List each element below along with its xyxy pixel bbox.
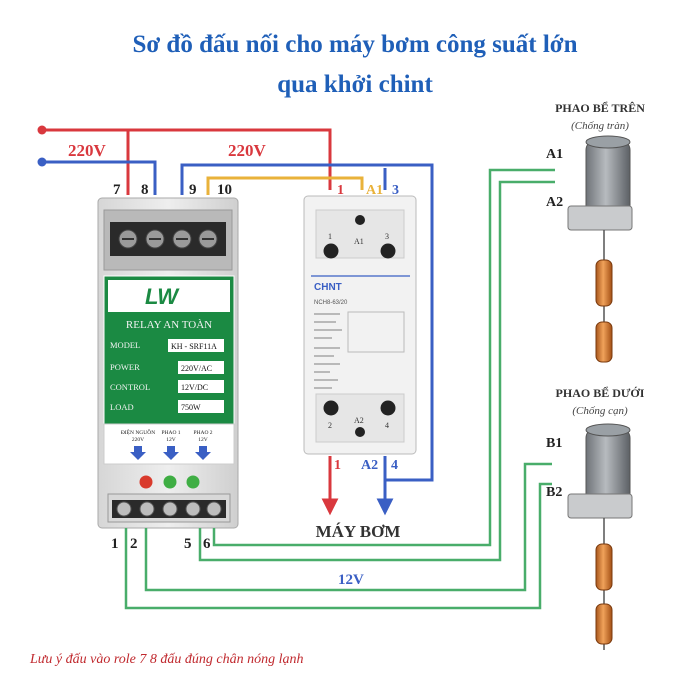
live-wire-220v xyxy=(40,128,332,195)
relay-row-label-load: LOAD xyxy=(110,402,134,412)
relay-terminal-1: 1 xyxy=(111,536,119,552)
low-voltage-label: 12V xyxy=(338,572,364,588)
contactor-pole-bottom-2: 2 xyxy=(328,421,332,430)
lower-float-subtitle: (Chống cạn) xyxy=(572,405,628,417)
relay-terminal-8: 8 xyxy=(141,182,149,198)
upper-float-subtitle: (Chống tràn) xyxy=(571,120,629,132)
relay-row-value-model: KH - SRF11A xyxy=(171,342,217,351)
contactor-bottom-4: 4 xyxy=(391,458,398,473)
contactor-coil-top: A1 xyxy=(354,237,364,246)
relay-row-value-control: 12V/DC xyxy=(181,383,208,392)
lower-float-title: PHAO BỂ DƯỚI xyxy=(556,385,645,400)
relay-input-3-line2: 12V xyxy=(198,437,208,443)
contactor-top-1: 1 xyxy=(337,183,344,198)
supply-left-label: 220V xyxy=(68,141,107,160)
spec-text-lines xyxy=(314,313,342,389)
float-wire-12v xyxy=(124,168,555,610)
contactor-pole-bottom-4: 4 xyxy=(385,421,389,430)
lower-float-pin-b1: B1 xyxy=(546,436,562,451)
relay-terminal-2: 2 xyxy=(130,536,138,552)
relay-logo-box xyxy=(108,280,230,312)
relay-terminal-9: 9 xyxy=(189,182,197,198)
contactor-pole-top-3: 3 xyxy=(385,232,389,241)
contactor-bottom-1: 1 xyxy=(334,458,341,473)
contactor-top-3: 3 xyxy=(392,183,399,198)
supply-mid-label: 220V xyxy=(228,141,267,160)
relay-row-label-model: MODEL xyxy=(110,340,140,350)
contactor-pole-top-1: 1 xyxy=(328,232,332,241)
contactor-coil-bottom: A2 xyxy=(354,416,364,425)
upper-float-title: PHAO BỂ TRÊN xyxy=(555,100,645,115)
relay-terminal-6: 6 xyxy=(203,536,211,552)
upper-float-pin-a1: A1 xyxy=(546,147,563,162)
contactor-model: NCH8-63/20 xyxy=(314,300,348,306)
contactor-brand: CHNT xyxy=(314,282,342,293)
arrow-down-icon xyxy=(130,446,211,460)
pump-wire-neutral xyxy=(376,456,394,516)
lower-float-switch-icon xyxy=(567,423,633,650)
lower-float-pin-b2: B2 xyxy=(546,485,562,500)
status-led-icon xyxy=(139,475,200,489)
relay-logo: LW xyxy=(145,284,180,309)
relay-input-1-line1: ĐIỆN NGUỒN xyxy=(121,428,155,436)
contactor-top-a1: A1 xyxy=(366,183,383,198)
upper-float-pin-a2: A2 xyxy=(546,195,563,210)
relay-heading: RELAY AN TOÀN xyxy=(126,319,212,331)
relay-row-value-load: 750W xyxy=(181,403,201,412)
relay-input-1-line2: 220V xyxy=(132,437,144,443)
safety-relay: LW RELAY AN TOÀN MODEL KH - SRF11A POWER… xyxy=(97,197,239,529)
relay-input-2-line1: PHAO 1 xyxy=(161,430,180,436)
pump-wire-live xyxy=(321,456,339,516)
control-wire-yellow xyxy=(206,176,364,195)
neutral-wire-220v xyxy=(40,160,434,482)
relay-row-value-power: 220V/AC xyxy=(181,364,212,373)
wiring-note: Lưu ý đấu vào role 7 8 đấu đúng chân nón… xyxy=(29,652,304,667)
neutral-wire-start-dot xyxy=(37,157,47,167)
relay-row-label-control: CONTROL xyxy=(110,382,150,392)
live-wire-start-dot xyxy=(37,125,47,135)
chint-contactor: 1 A1 3 CHNT NCH8-63/20 2 A2 4 xyxy=(303,195,417,455)
pump-label: MÁY BƠM xyxy=(316,522,401,541)
upper-float-switch-icon xyxy=(567,135,633,363)
relay-input-3-line1: PHAO 2 xyxy=(193,430,212,436)
relay-terminal-10: 10 xyxy=(217,182,232,198)
contactor-bottom-a2: A2 xyxy=(361,458,378,473)
relay-terminal-5: 5 xyxy=(184,536,192,552)
relay-input-2-line2: 12V xyxy=(166,437,176,443)
relay-terminal-7: 7 xyxy=(113,182,121,198)
title-line-1: Sơ đồ đấu nối cho máy bơm công suất lớn xyxy=(132,31,577,58)
relay-row-label-power: POWER xyxy=(110,362,140,372)
title-line-2: qua khởi chint xyxy=(277,71,433,98)
